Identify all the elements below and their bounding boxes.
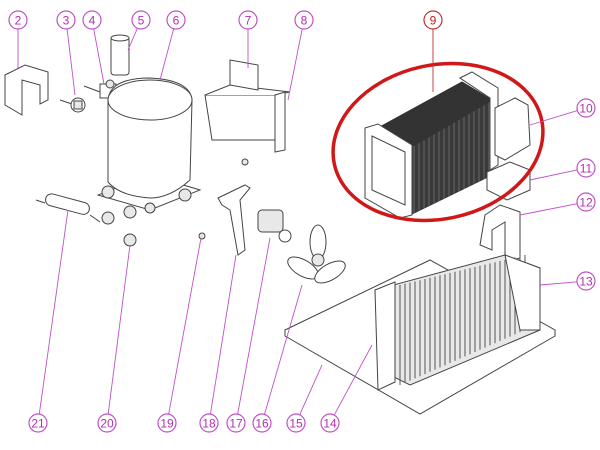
part-2-cover (4, 64, 49, 116)
leader-line (333, 344, 373, 416)
callout-14: 14 (320, 344, 373, 433)
callout-number: 13 (579, 275, 593, 289)
callout-number: 17 (229, 417, 243, 431)
callout-12: 12 (519, 192, 596, 216)
part-8-bracket (274, 91, 286, 153)
callout-number: 21 (31, 417, 45, 431)
callout-circle (82, 10, 102, 30)
callouts: 2 3 4 5 6 7 8 9 10 11 12 13 14 15 16 17 18 19 20 21 (8, 10, 596, 433)
callout-circle (56, 10, 76, 30)
callout-circle (252, 413, 272, 433)
callout-circle (157, 413, 177, 433)
callout-number: 3 (63, 14, 70, 28)
callout-circle (28, 413, 48, 433)
callout-circle (576, 158, 596, 178)
callout-number: 20 (100, 417, 114, 431)
part-21-drier (35, 193, 101, 223)
callout-circle (576, 192, 596, 212)
leader-line (127, 28, 138, 51)
callout-number: 14 (323, 417, 337, 431)
callout-9: 9 (423, 10, 443, 92)
callout-8: 8 (287, 10, 314, 101)
callout-20: 20 (97, 244, 131, 433)
callout-number: 4 (89, 14, 96, 28)
part-17-fan-motor (257, 209, 292, 243)
callout-18: 18 (199, 254, 237, 433)
part-19-nut (198, 232, 206, 240)
callout-13: 13 (539, 271, 596, 291)
callout-circle (238, 10, 258, 30)
callout-3: 3 (56, 10, 76, 96)
callout-16: 16 (252, 284, 303, 433)
callout-circle (166, 10, 186, 30)
callout-5: 5 (127, 10, 151, 51)
callout-circle (320, 413, 340, 433)
callout-circle (97, 413, 117, 433)
leader-line (299, 364, 323, 415)
callout-circle (576, 271, 596, 291)
callout-4: 4 (82, 10, 105, 85)
part-7-box (204, 59, 291, 141)
part-13-condenser (374, 254, 541, 391)
callout-6: 6 (159, 10, 186, 81)
leader-line (264, 284, 303, 415)
callout-circle (8, 10, 28, 30)
part-16-fan-blade (287, 224, 346, 284)
callout-number: 16 (255, 417, 269, 431)
leader-line (519, 203, 578, 216)
part-18-fan-bracket (217, 184, 251, 256)
leader-line (66, 28, 76, 96)
callout-circle (423, 10, 443, 30)
callout-circle (286, 413, 306, 433)
callout-circle (294, 10, 314, 30)
leader-line (529, 110, 578, 126)
callout-number: 9 (430, 14, 437, 28)
part-5-cylinder (110, 34, 130, 76)
leader-line (93, 28, 105, 85)
callout-number: 7 (245, 14, 252, 28)
leader-line (529, 169, 578, 181)
callout-number: 8 (301, 14, 308, 28)
leader-line (237, 237, 271, 415)
callout-number: 18 (202, 417, 216, 431)
callout-circle (131, 10, 151, 30)
callout-number: 2 (15, 14, 22, 28)
part-20-grommets (101, 205, 137, 247)
leader-line (209, 254, 237, 415)
callout-number: 6 (173, 14, 180, 28)
leader-line (107, 244, 131, 415)
callout-circle (576, 98, 596, 118)
callout-17: 17 (226, 237, 271, 433)
part-3-valve (59, 97, 86, 113)
parts (4, 34, 557, 415)
callout-number: 5 (138, 14, 145, 28)
highlight-ellipse (331, 61, 545, 223)
part-screw (241, 158, 249, 166)
part-11-block (486, 161, 531, 201)
callout-number: 15 (289, 417, 303, 431)
callout-number: 12 (579, 196, 593, 210)
callout-circle (226, 413, 246, 433)
callout-number: 10 (579, 102, 593, 116)
part-6-compressor (96, 77, 202, 214)
callout-19: 19 (157, 237, 202, 433)
callout-7: 7 (238, 10, 258, 68)
callout-21: 21 (28, 209, 69, 433)
callout-2: 2 (8, 10, 28, 68)
leader-line (159, 28, 175, 81)
part-12-support (479, 204, 521, 263)
leader-line (168, 237, 202, 415)
callout-number: 11 (580, 162, 593, 176)
callout-15: 15 (286, 364, 323, 433)
leader-line (287, 28, 303, 101)
leader-line (38, 209, 69, 415)
callout-11: 11 (529, 158, 596, 181)
callout-circle (199, 413, 219, 433)
leader-line (539, 281, 578, 286)
callout-number: 19 (160, 417, 174, 431)
part-9-evaporator (364, 71, 531, 219)
callout-10: 10 (529, 98, 596, 126)
